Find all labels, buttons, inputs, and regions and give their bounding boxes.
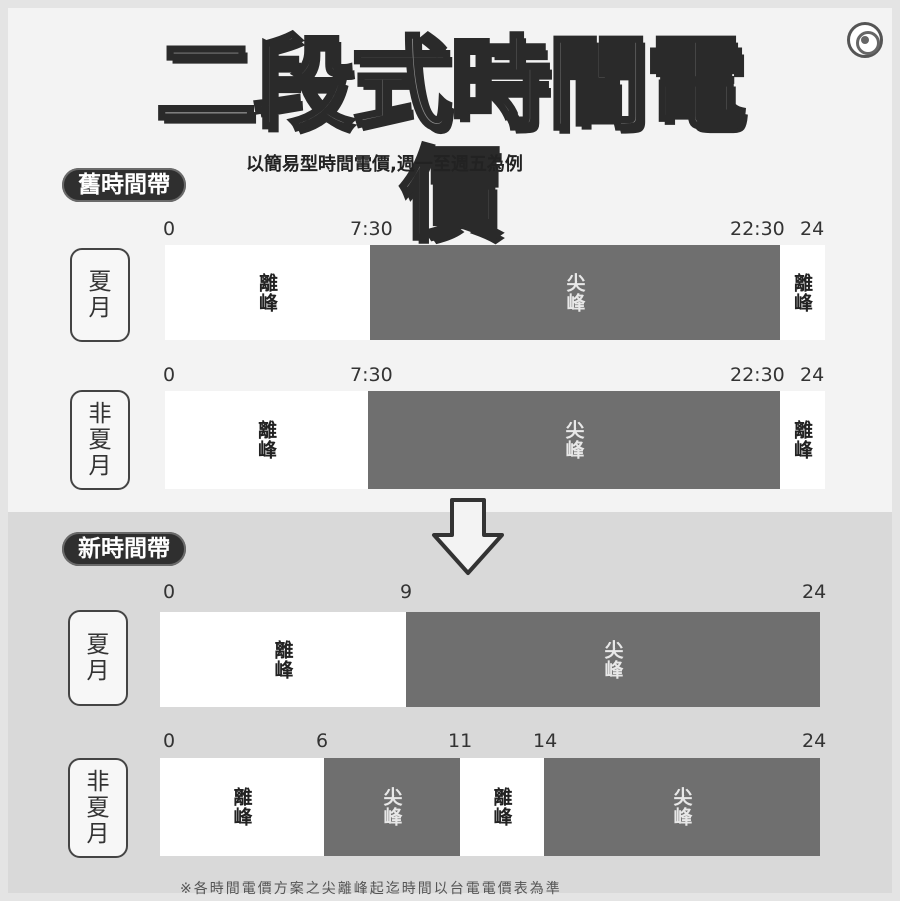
peak-label: 尖峰 <box>562 420 585 460</box>
figure-subtitle: 以簡易型時間電價,週一至週五為例 <box>246 154 523 175</box>
peak-segment: 尖峰 <box>324 758 460 856</box>
off-peak-segment: 離峰 <box>160 758 324 856</box>
off-peak-label: 離峰 <box>230 787 253 827</box>
tick-label: 0 <box>163 730 176 752</box>
off-peak-segment: 離峰 <box>780 391 825 489</box>
tick-label: 22:30 <box>730 218 785 240</box>
peak-label: 尖峰 <box>670 787 693 827</box>
peak-segment: 尖峰 <box>368 391 780 489</box>
off-peak-segment: 離峰 <box>780 245 825 340</box>
tick-label: 24 <box>800 364 825 386</box>
tick-label: 24 <box>802 730 827 752</box>
season-char: 月 <box>86 821 110 847</box>
tick-label: 0 <box>163 218 176 240</box>
new-non-summer-timeline-bar: 離峰 尖峰 離峰 尖峰 <box>160 758 820 856</box>
old-summer-timeline-bar: 離峰 尖峰 離峰 <box>165 245 825 340</box>
off-peak-segment: 離峰 <box>160 612 406 707</box>
season-char: 非 <box>88 401 112 427</box>
off-peak-segment: 離峰 <box>460 758 544 856</box>
tick-label: 7:30 <box>350 218 393 240</box>
peak-label: 尖峰 <box>563 272 586 313</box>
peak-segment: 尖峰 <box>370 245 780 340</box>
taipower-logo-icon <box>847 22 883 58</box>
tick-label: 24 <box>800 218 825 240</box>
off-peak-label: 離峰 <box>255 420 277 460</box>
off-peak-label: 離峰 <box>791 420 813 460</box>
season-char: 夏 <box>88 427 112 453</box>
old-non-summer-timeline-bar: 離峰 尖峰 離峰 <box>165 391 825 489</box>
footnote: ※各時間電價方案之尖離峰起迄時間以台電電價表為準 <box>180 881 562 897</box>
old-scheme-heading: 舊時間帶 <box>62 168 186 202</box>
peak-segment: 尖峰 <box>544 758 820 856</box>
peak-segment: 尖峰 <box>406 612 820 707</box>
tick-label: 0 <box>163 581 176 603</box>
peak-label: 尖峰 <box>380 787 403 827</box>
new-summer-season-label: 夏 月 <box>68 610 128 706</box>
season-char: 月 <box>88 295 112 321</box>
season-char: 夏 <box>86 795 110 821</box>
season-char: 月 <box>88 453 112 479</box>
season-char: 夏 <box>86 632 110 658</box>
old-summer-season-label: 夏 月 <box>70 248 130 342</box>
new-scheme-heading: 新時間帶 <box>62 532 186 566</box>
tick-label: 22:30 <box>730 364 785 386</box>
off-peak-segment: 離峰 <box>165 391 368 489</box>
tick-label: 7:30 <box>350 364 393 386</box>
season-char: 月 <box>86 658 110 684</box>
down-arrow-icon <box>432 498 504 575</box>
new-summer-timeline-bar: 離峰 尖峰 <box>160 612 820 707</box>
tick-label: 14 <box>533 730 558 752</box>
tick-label: 9 <box>400 581 413 603</box>
peak-label: 尖峰 <box>601 639 624 680</box>
season-char: 非 <box>86 769 110 795</box>
tick-label: 24 <box>802 581 827 603</box>
figure-title: 二段式時間電價 <box>154 26 748 253</box>
tick-label: 0 <box>163 364 176 386</box>
off-peak-label: 離峰 <box>791 272 813 313</box>
tick-label: 11 <box>448 730 473 752</box>
off-peak-label: 離峰 <box>256 272 278 313</box>
off-peak-label: 離峰 <box>271 639 294 680</box>
old-non-summer-season-label: 非 夏 月 <box>70 390 130 490</box>
new-non-summer-season-label: 非 夏 月 <box>68 758 128 858</box>
season-char: 夏 <box>88 269 112 295</box>
tick-label: 6 <box>316 730 329 752</box>
off-peak-segment: 離峰 <box>165 245 370 340</box>
off-peak-label: 離峰 <box>490 787 513 827</box>
